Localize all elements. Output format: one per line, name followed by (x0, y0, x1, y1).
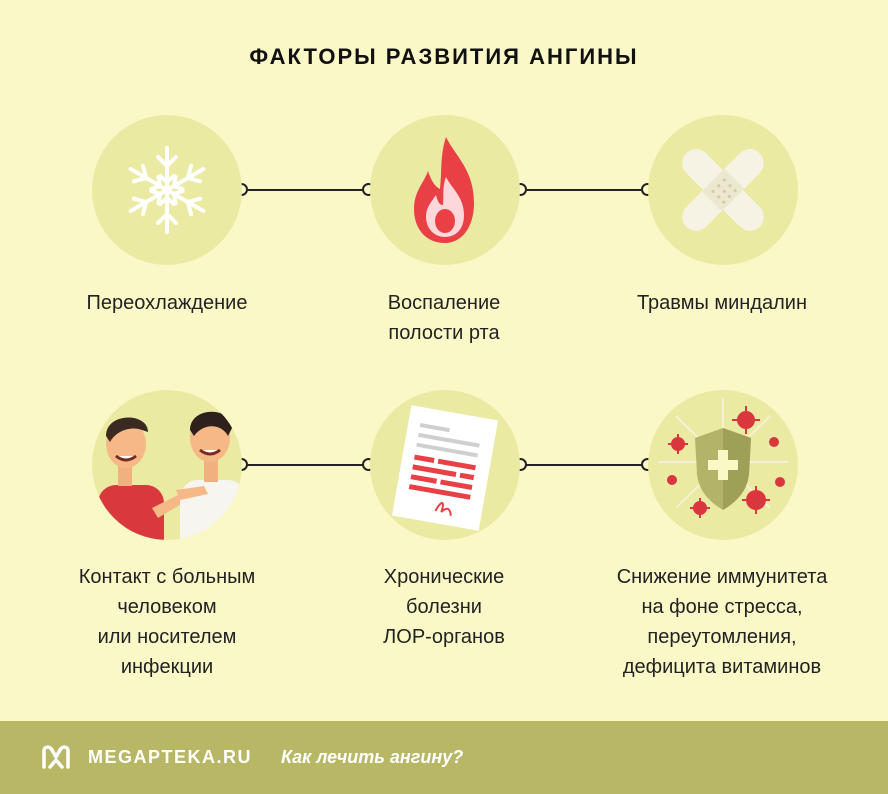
factor-circle-hypothermia (92, 115, 242, 265)
factor-label-inflammation: Воспаление полости рта (304, 288, 584, 348)
footer-bar: MEGAPTEKA.RU Как лечить ангину? (0, 721, 888, 794)
label-line: болезни (406, 596, 482, 618)
brand-name[interactable]: MEGAPTEKA.RU (88, 747, 253, 767)
factor-label-chronic-ent: Хронические болезни ЛОР-органов (304, 562, 584, 652)
people-talking-icon (98, 411, 242, 540)
label-line: Контакт с больным (78, 566, 256, 588)
connector-line (241, 464, 368, 466)
factor-circle-contact (92, 390, 242, 540)
factor-circle-chronic-ent (370, 390, 520, 540)
label-line: инфекции (120, 656, 214, 678)
label-line: человеком (117, 596, 217, 618)
factor-label-contact: Контакт с больным человеком или носителе… (27, 562, 307, 682)
bandage-icon (682, 149, 764, 231)
factor-circle-inflammation (370, 115, 520, 265)
factor-label-tonsil-injury: Травмы миндалин (582, 288, 862, 318)
immune-shield-icon (658, 398, 788, 518)
label-line: или носителем (97, 626, 237, 648)
label-line: Переохлаждение (86, 292, 248, 314)
label-line: Воспаление (387, 292, 501, 314)
label-line: переутомления, (647, 626, 797, 648)
page-title: ФАКТОРЫ РАЗВИТИЯ АНГИНЫ (249, 44, 639, 69)
label-line: дефицита витаминов (622, 656, 822, 678)
label-line: Снижение иммунитета (616, 566, 828, 588)
connector-line (520, 464, 647, 466)
factor-label-hypothermia: Переохлаждение (27, 288, 307, 318)
connector-line (520, 189, 647, 191)
medical-document-icon (391, 405, 499, 531)
fire-icon (414, 137, 474, 243)
factor-label-immunity: Снижение иммунитета на фоне стресса, пер… (582, 562, 862, 682)
factor-circle-immunity (648, 390, 798, 540)
label-line: Травмы миндалин (636, 292, 808, 314)
factor-circle-tonsil-injury (648, 115, 798, 265)
megapteka-logo-icon (42, 745, 70, 769)
label-line: Хронические (383, 566, 505, 588)
connector-line (241, 189, 368, 191)
label-line: на фоне стресса, (641, 596, 803, 618)
label-line: ЛОР-органов (383, 626, 505, 648)
label-line: полости рта (388, 322, 500, 344)
how-to-treat-link[interactable]: Как лечить ангину? (281, 747, 464, 767)
snowflake-icon (128, 146, 206, 234)
